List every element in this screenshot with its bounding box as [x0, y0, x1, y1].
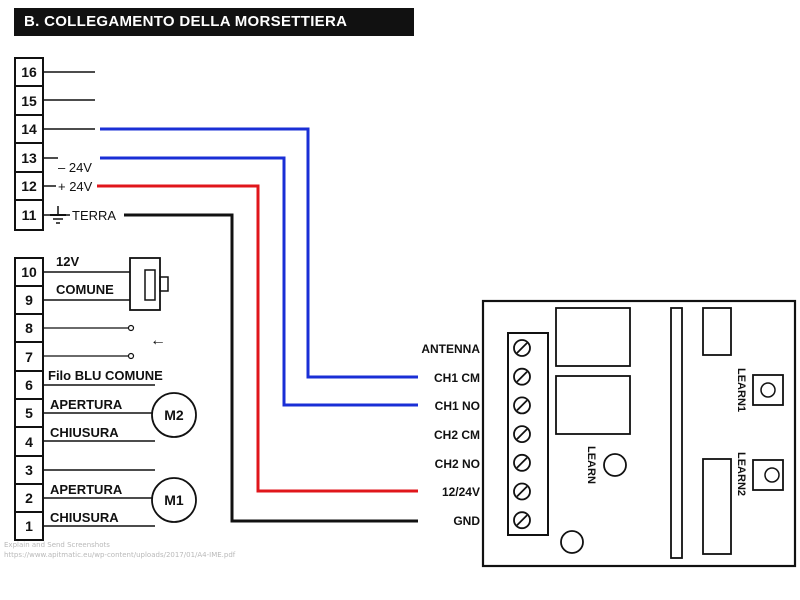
module-label-antenna: ANTENNA — [421, 342, 480, 356]
learn-button — [603, 453, 627, 477]
learn1-label: LEARN1 — [735, 368, 747, 412]
watermark-line2: https://www.apitmatic.eu/wp-content/uplo… — [4, 551, 236, 559]
apertura-m2-label: APERTURA — [50, 397, 123, 412]
terminal-16: 16 — [21, 64, 37, 80]
module-label-gnd: GND — [453, 514, 480, 528]
motor-m1-icon — [151, 477, 197, 523]
section-title: B. COLLEGAMENTO DELLA MORSETTIERA — [14, 8, 414, 36]
ground-symbol — [43, 206, 70, 224]
plus-24v-label: + 24V — [58, 179, 93, 194]
comune-label: COMUNE — [56, 282, 114, 297]
terminal-14: 14 — [21, 121, 37, 137]
screw-slot — [516, 457, 528, 469]
module-label-ch2no: CH2 NO — [435, 457, 480, 471]
apertura-m1-label: APERTURA — [50, 482, 123, 497]
lamp-device — [129, 257, 169, 311]
terminal-9: 9 — [25, 292, 33, 308]
arrow-icon: ← — [150, 332, 166, 349]
learn-label: LEARN — [585, 446, 597, 484]
terminal-3: 3 — [25, 462, 33, 478]
terra-label: TERRA — [72, 208, 116, 223]
terminal-12: 12 — [21, 178, 37, 194]
learn2-label: LEARN2 — [735, 452, 747, 496]
filo-blu-comune-label: Filo BLU COMUNE — [48, 368, 163, 383]
motor-m2-label: M2 — [164, 407, 184, 423]
screw-slot — [516, 399, 528, 412]
watermark-line1: Explain and Send Screenshots — [4, 541, 110, 549]
terminal-1: 1 — [25, 518, 33, 534]
terminal-15: 15 — [21, 93, 37, 109]
v12-label: 12V — [56, 254, 79, 269]
terminal-8: 8 — [25, 320, 33, 336]
wire-13-ch1no — [100, 156, 418, 407]
chiusura-m1-label: CHIUSURA — [50, 510, 119, 525]
module-label-ch2cm: CH2 CM — [434, 428, 480, 442]
terminal-11: 11 — [22, 207, 37, 223]
screw-slot — [516, 428, 528, 440]
module-label-ch1no: CH1 NO — [435, 399, 480, 413]
terminal-13: 13 — [21, 150, 37, 166]
screw-slot — [516, 342, 528, 354]
terminal-7: 7 — [25, 349, 33, 365]
terminal-2: 2 — [25, 490, 33, 506]
minus-24v-label: – 24V — [58, 160, 92, 175]
wire-14-ch1cm — [100, 127, 418, 379]
terminal-6: 6 — [25, 377, 33, 393]
screw-slot — [516, 371, 528, 383]
terminal-4: 4 — [25, 434, 33, 450]
wire-11-gnd — [124, 213, 418, 523]
motor-m2-icon — [151, 392, 197, 438]
module-screw-terminals — [513, 339, 531, 530]
module-label-1224v: 12/24V — [442, 485, 480, 499]
motor-m1-label: M1 — [164, 492, 184, 508]
terminal-10: 10 — [21, 264, 37, 280]
left-terminal-block-lower — [14, 257, 44, 541]
left-terminal-block-upper — [14, 57, 44, 231]
chiusura-m2-label: CHIUSURA — [50, 425, 119, 440]
indicator-led — [560, 530, 584, 554]
receiver-module — [481, 299, 797, 568]
module-label-ch1cm: CH1 CM — [434, 371, 480, 385]
screw-slot — [516, 514, 528, 526]
screw-slot — [516, 485, 528, 498]
terminal-5: 5 — [25, 405, 33, 421]
wire-12-1224v — [97, 184, 418, 493]
